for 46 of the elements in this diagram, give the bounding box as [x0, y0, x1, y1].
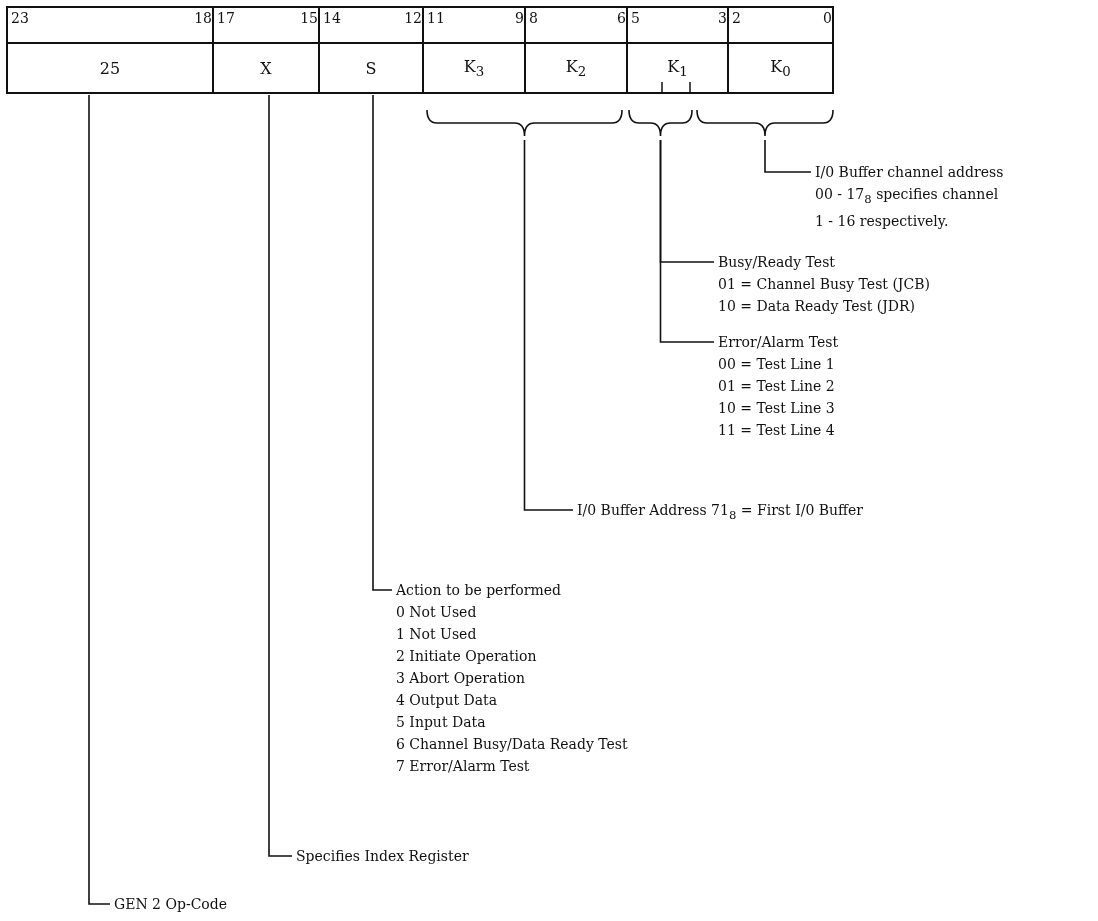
- code-value-line: 1 Not Used: [396, 625, 478, 644]
- leader-line: [372, 94, 393, 591]
- bit-number: 18: [194, 10, 212, 26]
- leader-line: [659, 139, 715, 343]
- description-text: GEN 2 Op-Code: [114, 893, 228, 915]
- code-value-line: 6 Channel Busy/Data Ready Test: [396, 735, 628, 754]
- bit-number: 8: [529, 10, 538, 26]
- description-heading: Busy/Ready Test: [718, 253, 836, 272]
- bit-number: 3: [718, 10, 727, 26]
- curly-brace: [696, 109, 834, 137]
- code-value-line: 2 Initiate Operation: [396, 647, 538, 666]
- bit-field: 25: [6, 42, 214, 94]
- description-heading: Error/Alarm Test: [718, 333, 839, 352]
- bit-number: 12: [404, 10, 422, 26]
- description-text: Specifies Index Register: [296, 845, 469, 867]
- bit-number: 6: [617, 10, 626, 26]
- bit-number: 5: [631, 10, 640, 26]
- code-value-line: 10 = Test Line 3: [718, 399, 836, 418]
- code-value-line: 10 = Data Ready Test (JDR): [718, 297, 917, 316]
- bit-field: K$_{0}$: [727, 42, 834, 94]
- code-value-line: 3 Abort Operation: [396, 669, 526, 688]
- code-value-line: 5 Input Data: [396, 713, 487, 732]
- bit-number: 0: [823, 10, 832, 26]
- description-text: I/0 Buffer channel address 00 - 17$_{8}$ specifies channel 1 - 16 respectively.: [815, 161, 1005, 232]
- bit-number: 2: [732, 10, 741, 26]
- curly-brace: [426, 109, 623, 137]
- leader-line: [268, 94, 293, 857]
- code-value-line: 01 = Channel Busy Test (JCB): [718, 275, 930, 294]
- bit-number: 23: [11, 10, 29, 26]
- code-value-line: 4 Output Data: [396, 691, 499, 710]
- curly-brace: [628, 109, 693, 137]
- bit-number: 9: [515, 10, 524, 26]
- leader-line: [764, 139, 812, 173]
- code-value-line: 11 = Test Line 4: [718, 421, 836, 440]
- description-text: I/0 Buffer Address 71$_{8}$ = First I/0 Buffer: [577, 499, 863, 526]
- code-value-line: 7 Error/Alarm Test: [396, 757, 531, 776]
- description-heading: Action to be performed: [396, 581, 562, 600]
- leader-line: [88, 94, 111, 905]
- bit-number: 14: [323, 10, 341, 26]
- code-value-line: 00 = Test Line 1: [718, 355, 836, 374]
- bit-number: 11: [427, 10, 445, 26]
- code-value-line: 0 Not Used: [396, 603, 478, 622]
- leader-line: [523, 139, 574, 511]
- bit-number: 15: [300, 10, 318, 26]
- code-value-line: 01 = Test Line 2: [718, 377, 836, 396]
- bit-number: 17: [217, 10, 235, 26]
